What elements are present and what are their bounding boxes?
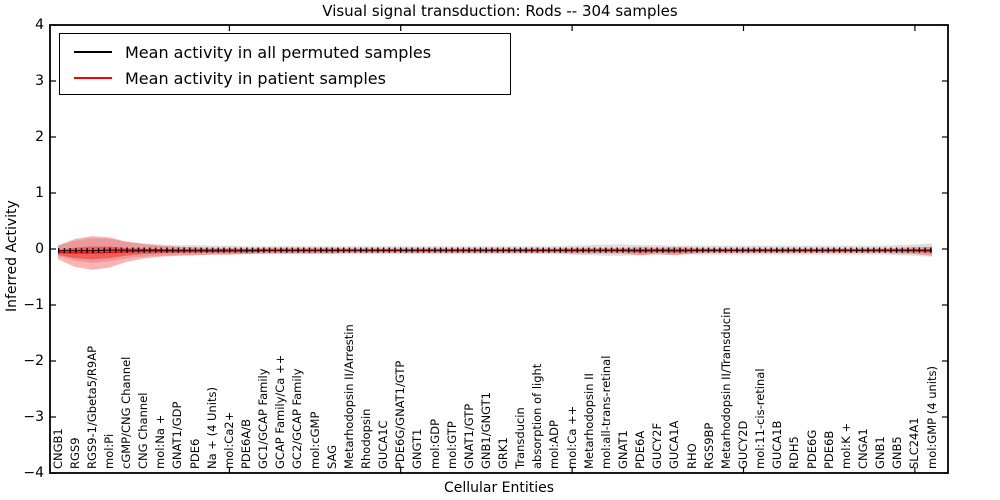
x-category-label: GC2/GCAP Family bbox=[290, 368, 305, 469]
x-category-label: mol:11-cis-retinal bbox=[753, 368, 768, 469]
x-category-label: Metarhodopsin II/Arrestin bbox=[341, 324, 356, 469]
x-category-label: GNB5 bbox=[890, 436, 905, 469]
x-category-label: SAG bbox=[324, 444, 339, 469]
legend-item-patient: Mean activity in patient samples bbox=[74, 65, 510, 91]
x-category-label: PDE6G/GNAT1/GTP bbox=[393, 360, 408, 469]
y-tick-label: −4 bbox=[23, 465, 44, 481]
x-category-label: PDE6 bbox=[187, 438, 202, 469]
x-category-label: PDE6B bbox=[821, 430, 836, 469]
legend: Mean activity in all permuted samples Me… bbox=[59, 33, 511, 95]
x-category-label: CNG Channel bbox=[136, 392, 151, 469]
legend-line-permuted-icon bbox=[74, 51, 112, 53]
x-category-label: Metarhodopsin II bbox=[581, 373, 596, 469]
x-category-label: Transducin bbox=[513, 407, 528, 469]
x-category-label: cGMP/CNG Channel bbox=[119, 356, 134, 469]
x-category-label: GNGT1 bbox=[410, 428, 425, 469]
x-category-label: PDE6A/B bbox=[239, 418, 253, 469]
x-category-label: GUCA1C bbox=[376, 420, 391, 469]
y-tick-label: −3 bbox=[23, 409, 44, 425]
x-category-label: RGS9BP bbox=[701, 422, 716, 469]
x-category-label: PDE6A bbox=[633, 430, 648, 469]
legend-label-patient: Mean activity in patient samples bbox=[125, 68, 386, 88]
x-category-label: GUCY2D bbox=[735, 420, 750, 469]
y-tick-label: 2 bbox=[35, 129, 44, 145]
x-category-label: GRK1 bbox=[496, 437, 511, 469]
x-category-label: GCAP Family/Ca ++ bbox=[273, 354, 288, 469]
x-category-label: CNGA1 bbox=[855, 428, 870, 469]
x-category-label: mol:GTP bbox=[444, 421, 459, 469]
x-category-label: RGS9 bbox=[67, 437, 82, 469]
x-category-label: Metarhodopsin II/Transducin bbox=[718, 307, 733, 469]
x-category-label: absorption of light bbox=[530, 363, 545, 469]
x-category-label: Na + (4 Units) bbox=[204, 387, 219, 469]
x-category-label: GNAT1/GTP bbox=[461, 403, 476, 469]
x-category-label: GUCA1B bbox=[770, 420, 785, 469]
x-category-label: GNB1/GNGT1 bbox=[478, 392, 493, 469]
patient-mean-line bbox=[57, 250, 933, 254]
x-category-label: RDH5 bbox=[787, 436, 802, 469]
x-category-label: mol:cGMP bbox=[307, 411, 322, 469]
x-category-label: mol:ADP bbox=[547, 420, 562, 469]
x-category-label: mol:Ca ++ bbox=[564, 405, 579, 469]
x-category-label: RGS9-1/Gbeta5/R9AP bbox=[84, 345, 99, 469]
x-category-label: SLC24A1 bbox=[907, 417, 922, 469]
x-category-label: mol:Na + bbox=[153, 414, 168, 469]
y-tick-label: 4 bbox=[35, 17, 44, 33]
y-tick-label: −2 bbox=[23, 353, 44, 369]
x-category-label: GC1/GCAP Family bbox=[256, 368, 271, 469]
x-category-label: mol:K + bbox=[838, 422, 853, 469]
permuted-mean-line bbox=[58, 249, 932, 252]
x-category-label: mol:GMP (4 units) bbox=[924, 366, 939, 469]
x-category-label: mol:Ca2+ bbox=[221, 411, 236, 469]
patient-band bbox=[58, 236, 932, 270]
x-category-label: Rhodopsin bbox=[358, 408, 373, 469]
x-category-label: GNAT1 bbox=[616, 430, 631, 469]
x-category-label: mol:all-trans-retinal bbox=[598, 355, 613, 469]
legend-item-permuted: Mean activity in all permuted samples bbox=[74, 39, 510, 65]
x-category-label: PDE6G bbox=[804, 429, 819, 469]
y-tick-label: 3 bbox=[35, 73, 44, 89]
legend-label-permuted: Mean activity in all permuted samples bbox=[125, 42, 432, 62]
legend-line-patient-icon bbox=[74, 77, 112, 79]
x-category-label: RHO bbox=[684, 443, 699, 469]
x-category-label: mol:GDP bbox=[427, 418, 442, 469]
x-category-label: mol:Pi bbox=[101, 433, 116, 469]
y-tick-label: 1 bbox=[35, 185, 44, 201]
x-category-label: GUCY2F bbox=[650, 422, 665, 469]
x-axis-label: Cellular Entities bbox=[443, 480, 555, 496]
x-category-label: GNAT1/GDP bbox=[170, 401, 185, 469]
y-tick-label: 0 bbox=[35, 241, 44, 257]
x-category-label: GUCA1A bbox=[667, 420, 682, 469]
y-tick-label: −1 bbox=[23, 297, 44, 313]
x-category-label: GNB1 bbox=[873, 436, 888, 469]
chart-title: Visual signal transduction: Rods -- 304 … bbox=[322, 2, 678, 20]
x-category-label: CNGB1 bbox=[50, 428, 65, 469]
